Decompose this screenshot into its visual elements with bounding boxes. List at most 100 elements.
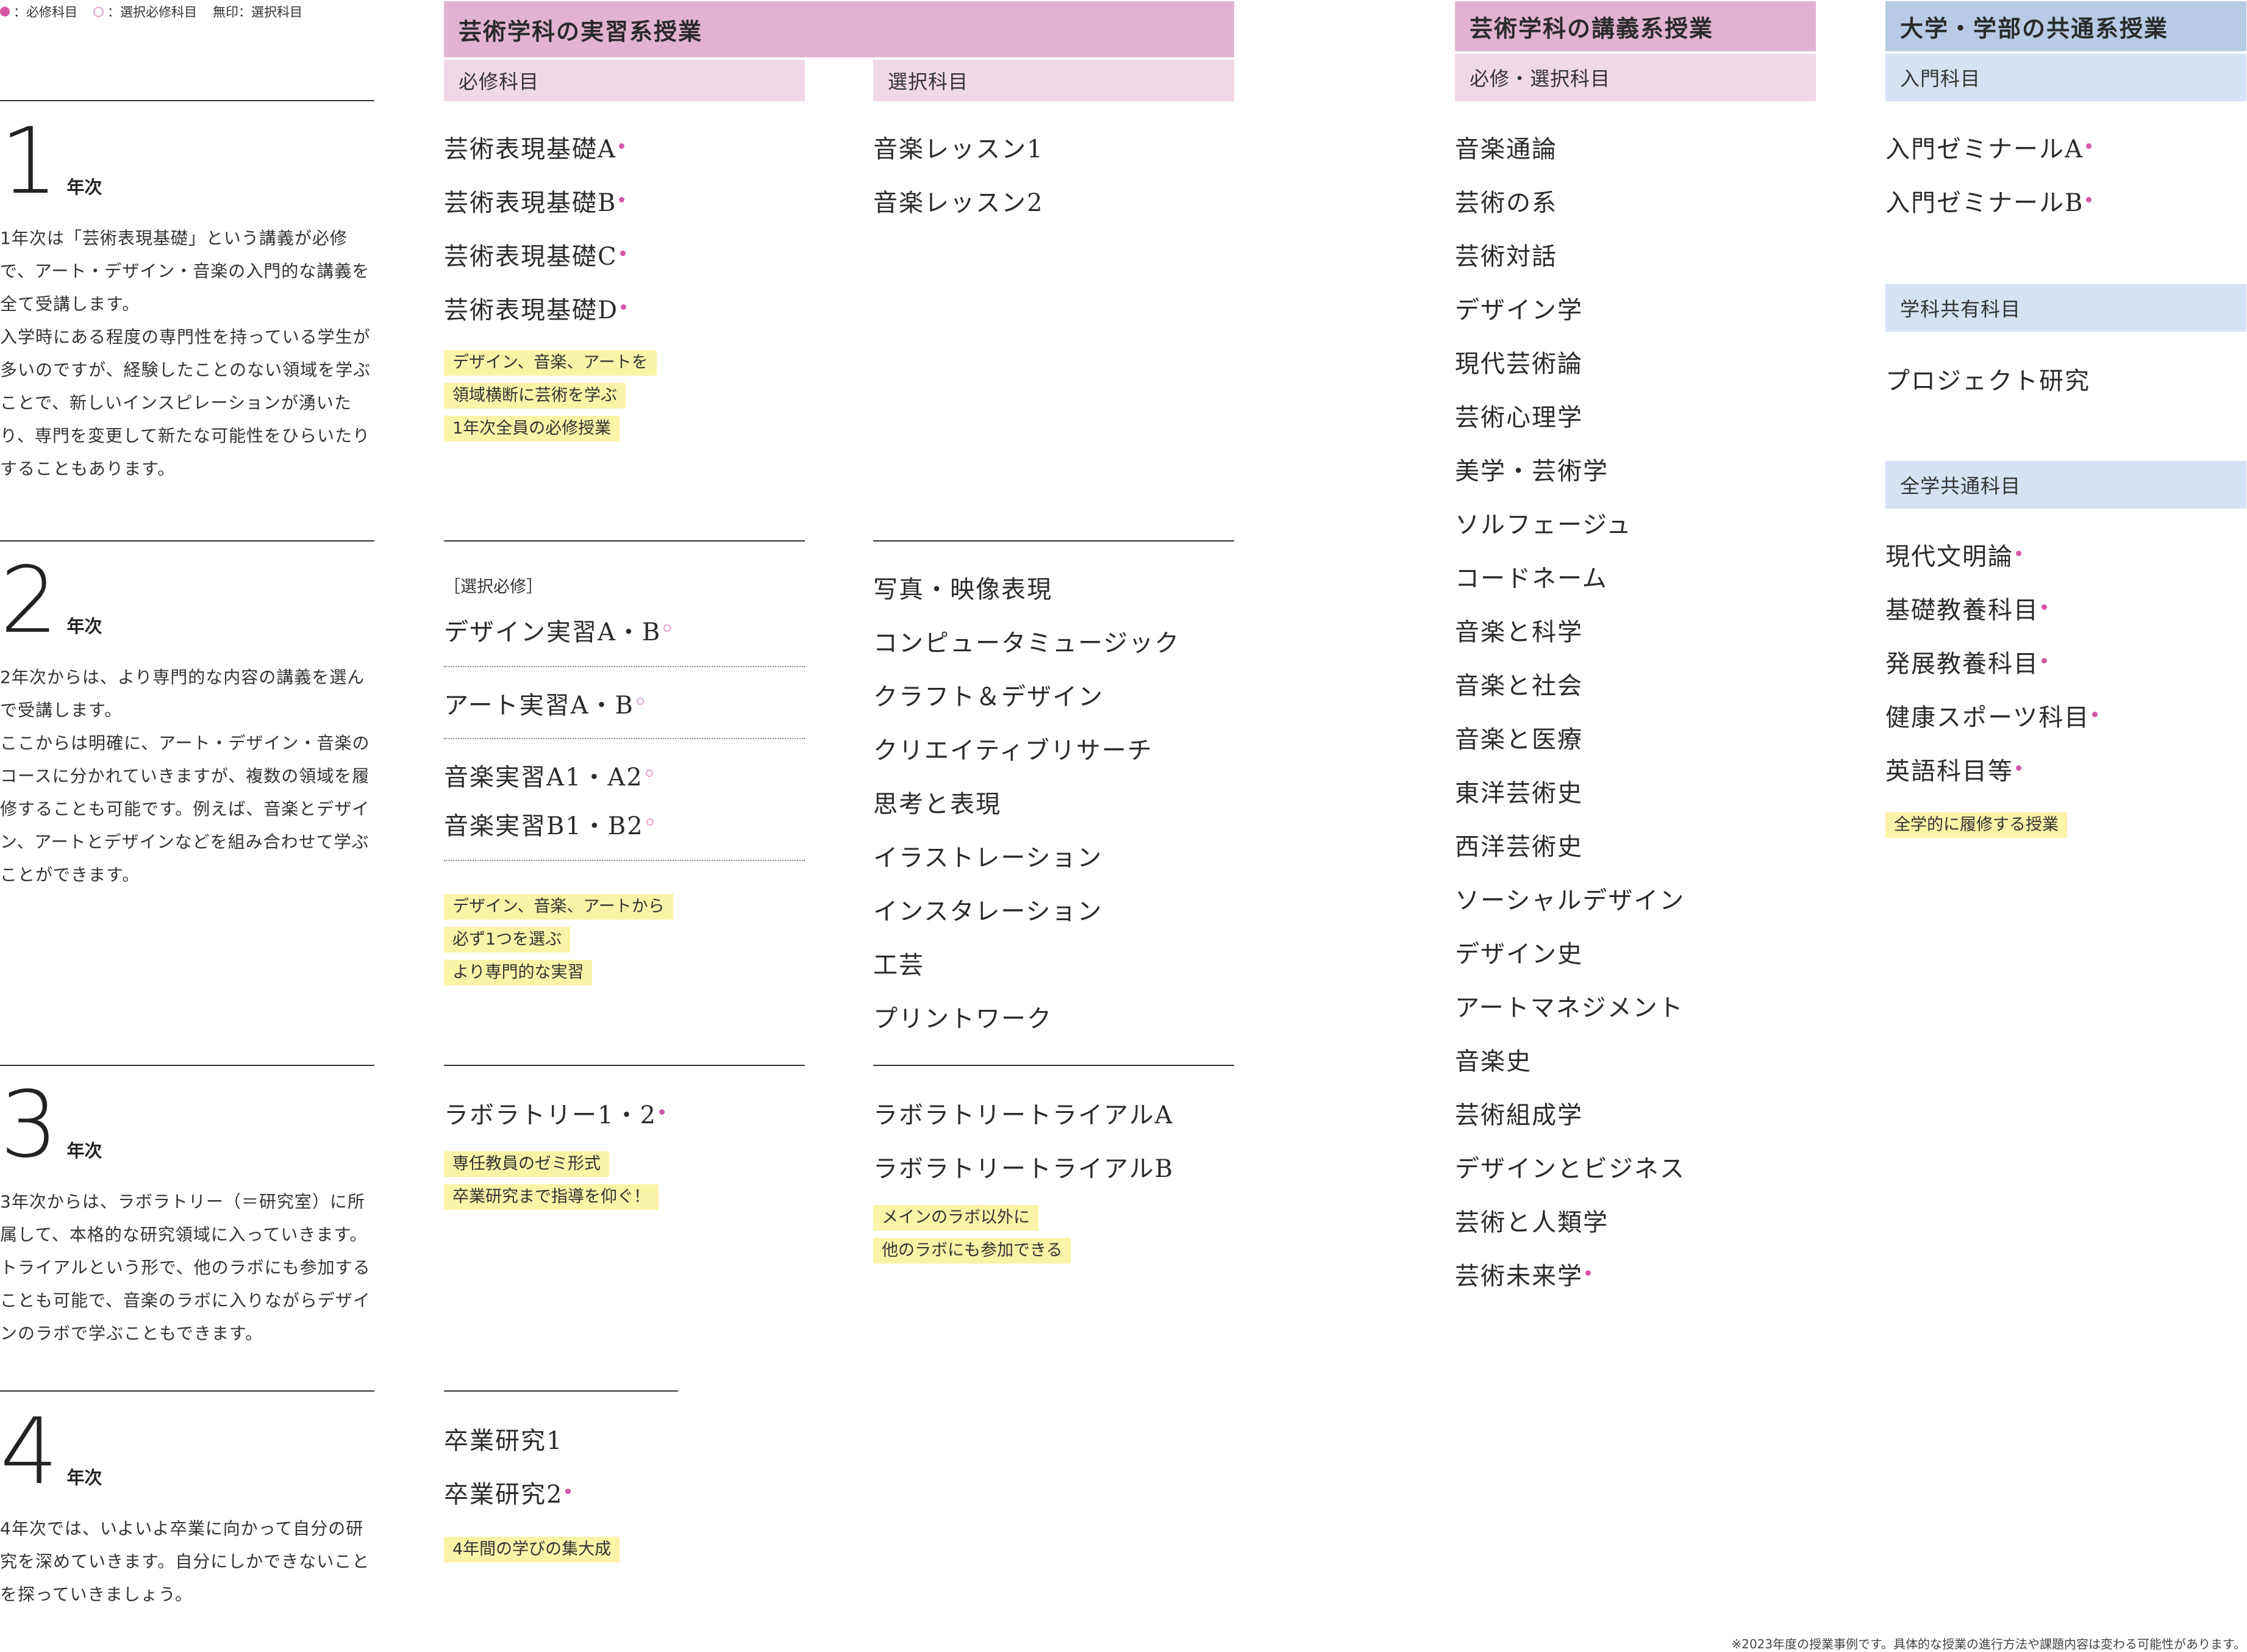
tag: 1年次全員の必修授業 [444, 416, 620, 442]
tag: 全学的に履修する授業 [1885, 812, 2067, 838]
selective-mark-icon [645, 769, 653, 777]
year3-required-tags: 専任教員のゼミ形式 卒業研究まで指導を仰ぐ！ [444, 1151, 659, 1210]
year2-selective-tags: デザイン、音楽、アートから 必ず1つを選ぶ より専門的な実習 [444, 894, 673, 985]
course-item: 芸術表現基礎A [444, 129, 626, 183]
course-item: 工芸 [873, 951, 924, 979]
lecture-item: デザイン学 [1455, 296, 1583, 324]
year1-heading: 1 年次 [0, 116, 102, 207]
lecture-item: 東洋芸術史 [1455, 779, 1583, 807]
year2-required-rule [444, 540, 805, 542]
tag: 必ず1つを選ぶ [444, 927, 571, 953]
tag: デザイン、音楽、アートを [444, 350, 657, 376]
year3-description: 3年次からは、ラボラトリー（＝研究室）に所属して、本格的な研究領域に入っていきま… [0, 1192, 371, 1343]
tag: 4年間の学びの集大成 [444, 1537, 620, 1562]
lecture-item: 音楽と医療 [1455, 726, 1583, 754]
course-item: 音楽実習A1・A2 [444, 757, 653, 793]
year3-heading: 3 年次 [0, 1079, 102, 1171]
course-item: デザイン実習A・B [444, 612, 671, 648]
course-item: 写真・映像表現 [873, 576, 1052, 604]
legend-elective: 無印：選択科目 [213, 5, 302, 20]
course-item: 基礎教養科目 [1885, 590, 2098, 644]
required-mark-icon [2016, 550, 2021, 556]
required-mark-icon [620, 250, 626, 256]
required-mark-icon [618, 143, 624, 149]
course-item: 卒業研究2 [444, 1475, 571, 1528]
year2-number: 2 [0, 548, 59, 654]
course-item: 健康スポーツ科目 [1885, 698, 2098, 751]
required-mark-icon [621, 304, 627, 310]
course-item: 芸術表現基礎D [444, 290, 627, 344]
selective-dot-icon [93, 6, 104, 17]
practical-header: 芸術学科の実習系授業 [444, 1, 1234, 57]
common-intro-label: 入門科目 [1885, 54, 2246, 101]
common-header: 大学・学部の共通系授業 [1885, 1, 2246, 51]
required-mark-icon [2042, 604, 2047, 610]
course-item: インスタレーション [873, 898, 1103, 926]
practical-elective-label: 選択科目 [873, 60, 1234, 101]
common-dept-label: 学科共有科目 [1885, 284, 2246, 332]
common-intro-list: 入門ゼミナールA 入門ゼミナールB [1885, 129, 2092, 237]
year3-rule [0, 1065, 374, 1066]
lecture-item: 現代芸術論 [1455, 350, 1583, 378]
required-mark-icon [2085, 143, 2092, 149]
selective-mark-icon [663, 624, 671, 632]
lecture-item: コードネーム [1455, 565, 1608, 593]
dotted-divider [444, 666, 805, 667]
dotted-divider [444, 860, 805, 861]
year1-label: 年次 [66, 177, 102, 198]
course-item: クラフト＆デザイン [873, 683, 1104, 711]
year4-required-tags: 4年間の学びの集大成 [444, 1537, 620, 1562]
tag: より専門的な実習 [444, 960, 593, 985]
course-item: プリントワーク [873, 1005, 1052, 1033]
tag: 領域横断に芸術を学ぶ [444, 383, 626, 409]
year3-elective-rule [873, 1065, 1234, 1066]
common-univ-list: 現代文明論 基礎教養科目 発展教養科目 健康スポーツ科目 英語科目等 [1885, 537, 2098, 805]
course-item: 発展教養科目 [1885, 644, 2098, 698]
lecture-item: 音楽と社会 [1455, 672, 1583, 700]
common-univ-label: 全学共通科目 [1885, 461, 2246, 509]
legend: ：必修科目 ：選択必修科目 無印：選択科目 [0, 2, 318, 21]
year3-elective-tags: メインのラボ以外に 他のラボにも参加できる [873, 1205, 1071, 1264]
lecture-item: 音楽史 [1455, 1048, 1532, 1076]
course-item: 英語科目等 [1885, 751, 2098, 805]
year3-label: 年次 [66, 1140, 102, 1161]
selective-mark-icon [636, 697, 644, 705]
year1-required-list: 芸術表現基礎A 芸術表現基礎B 芸術表現基礎C 芸術表現基礎D [444, 129, 627, 344]
required-mark-icon [2016, 765, 2021, 771]
course-item: プロジェクト研究 [1885, 367, 2090, 395]
lecture-item: デザインとビジネス [1455, 1155, 1685, 1183]
lecture-item: 芸術未来学 [1455, 1256, 1685, 1310]
year2-elective-rule [873, 540, 1234, 542]
course-item: 入門ゼミナールA [1885, 129, 2092, 183]
lecture-item: 芸術と人類学 [1455, 1209, 1609, 1237]
required-mark-icon [2092, 711, 2098, 717]
lecture-item: アートマネジメント [1455, 994, 1684, 1022]
year3-required-rule [444, 1065, 805, 1066]
lecture-item: 音楽と科学 [1455, 618, 1583, 646]
course-item: 音楽レッスン2 [873, 189, 1044, 217]
course-item: アート実習A・B [444, 685, 644, 721]
course-item: 芸術表現基礎B [444, 183, 626, 237]
legend-required: ：必修科目 [0, 2, 77, 21]
year4-heading: 4 年次 [0, 1406, 102, 1498]
required-mark-icon [619, 196, 625, 202]
course-item: コンピュータミュージック [873, 629, 1181, 657]
tag: 専任教員のゼミ形式 [444, 1151, 609, 1177]
course-item: ラボラトリートライアルB [873, 1155, 1174, 1183]
year3-elective-list: ラボラトリートライアルA ラボラトリートライアルB [873, 1095, 1174, 1203]
year3-number: 3 [0, 1072, 59, 1178]
course-item: イラストレーション [873, 844, 1103, 872]
year4-description: 4年次では、いよいよ卒業に向かって自分の研究を深めていきます。自分にしかできない… [0, 1518, 370, 1604]
course-item: 現代文明論 [1885, 537, 2098, 590]
lecture-sub-label: 必修・選択科目 [1455, 54, 1816, 101]
lecture-item: 芸術対話 [1455, 243, 1557, 271]
tag: 卒業研究まで指導を仰ぐ！ [444, 1184, 659, 1210]
year4-rule [0, 1390, 374, 1392]
lecture-item: ソルフェージュ [1455, 511, 1632, 539]
course-item: 卒業研究1 [444, 1427, 563, 1455]
lecture-item: 芸術の系 [1455, 189, 1557, 217]
lecture-header: 芸術学科の講義系授業 [1455, 1, 1816, 51]
legend-selective: ：選択必修科目 [93, 2, 197, 21]
footnote: ※2023年度の授業事例です。具体的な授業の進行方法や課題内容は変わる可能性があ… [1731, 1637, 2246, 1651]
lecture-item: デザイン史 [1455, 940, 1583, 968]
